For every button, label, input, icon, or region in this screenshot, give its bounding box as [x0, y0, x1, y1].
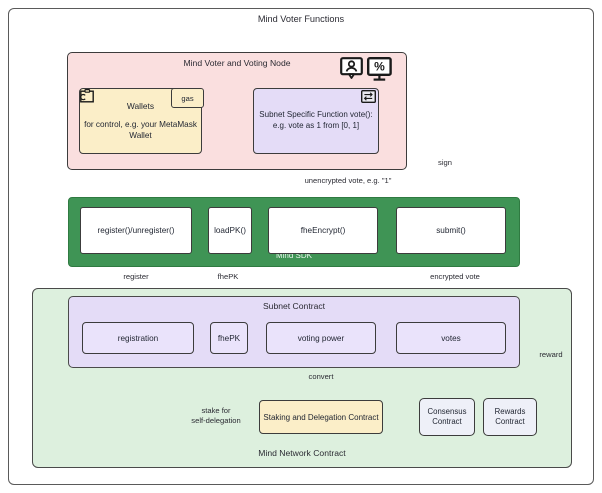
loadpk-label: loadPK() [214, 226, 246, 235]
consensus-label: Consensus Contract [427, 406, 467, 426]
node-fheencrypt[interactable]: fheEncrypt() [268, 207, 378, 254]
registration-label: registration [117, 333, 159, 343]
fheencrypt-label: fheEncrypt() [300, 226, 346, 235]
node-rewards-contract[interactable]: Rewards Contract [483, 398, 537, 436]
node-staking-and-delegation-contract[interactable]: Staking and Delegation Contract [259, 400, 383, 434]
gas-badge: gas [171, 88, 204, 108]
node-registration[interactable]: registration [82, 322, 194, 354]
rewards-label: Rewards Contract [494, 406, 526, 426]
swap-arrows-icon [361, 90, 376, 103]
fhepk-label: fhePK [217, 333, 241, 343]
voting-power-label: voting power [297, 333, 345, 343]
node-votes[interactable]: votes [396, 322, 506, 354]
node-subnet-specific-function[interactable]: Subnet Specific Function vote(): e.g. vo… [253, 88, 379, 154]
register-unregister-label: register()/unregister() [97, 226, 175, 235]
voter-person-icon [340, 57, 363, 79]
staking-label: Staking and Delegation Contract [263, 412, 379, 422]
node-loadpk[interactable]: loadPK() [208, 207, 252, 254]
subnet-function-text: Subnet Specific Function vote(): e.g. vo… [259, 110, 373, 130]
node-fhepk[interactable]: fhePK [210, 322, 248, 354]
submit-label: submit() [436, 226, 466, 235]
svg-text:%: % [374, 59, 385, 73]
node-consensus-contract[interactable]: Consensus Contract [419, 398, 475, 436]
node-submit[interactable]: submit() [396, 207, 506, 254]
percent-monitor-icon: % [367, 57, 392, 81]
node-voting-power[interactable]: voting power [266, 322, 376, 354]
wallets-title: Wallets [126, 100, 155, 111]
wallets-body: for control, e.g. your MetaMask Wallet [84, 119, 197, 140]
node-register-unregister[interactable]: register()/unregister() [80, 207, 192, 254]
wallet-icon [80, 89, 94, 103]
votes-label: votes [441, 333, 461, 343]
